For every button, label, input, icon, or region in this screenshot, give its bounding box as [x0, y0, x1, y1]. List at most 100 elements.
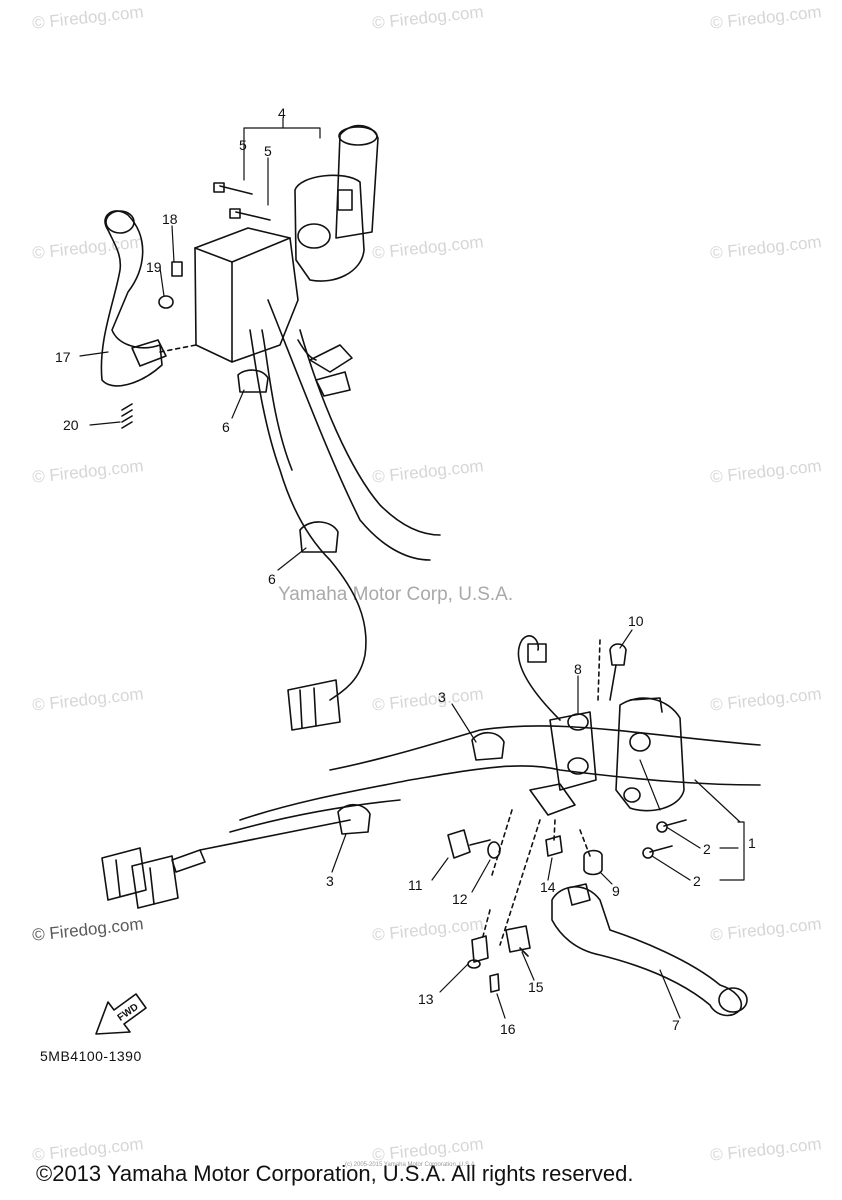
wire-connector: [527, 643, 547, 663]
callout-3a: 3: [438, 689, 446, 705]
leader-2a: [667, 827, 701, 849]
lever-17: [100, 210, 163, 387]
holder-bracket: [529, 783, 576, 816]
bracket-edge: [194, 237, 291, 263]
housing-top: [629, 697, 663, 713]
fwd-arrow-icon: FWD: [95, 993, 147, 1035]
leader-16: [496, 993, 506, 1019]
collar-9: [583, 849, 603, 876]
assembly-dash: [499, 819, 541, 946]
callout-9: 9: [612, 883, 620, 899]
leader-12: [471, 859, 491, 893]
bolt-5a-head: [213, 182, 225, 193]
leader-9: [599, 871, 613, 885]
switch-wire: [249, 329, 367, 701]
bolt-5b: [235, 211, 271, 221]
housing-hole: [623, 787, 641, 803]
leader-1-housing: [639, 759, 661, 811]
bolt-2a: [663, 819, 687, 827]
clamp-3b: [337, 803, 371, 835]
callout-7: 7: [672, 1017, 680, 1033]
connector-boot: [171, 849, 206, 873]
callout-18: 18: [162, 211, 178, 227]
lever-7-knob: [718, 987, 748, 1013]
leader-6b: [277, 547, 307, 571]
bolt-2b: [649, 845, 673, 853]
callout-10: 10: [628, 613, 644, 629]
lower-handlebar-edge: [239, 765, 761, 821]
part-code: 5MB4100-1390: [40, 1048, 142, 1064]
assembly-dash: [597, 639, 601, 701]
nut-14: [545, 835, 563, 857]
spring-20: [121, 403, 133, 429]
bolt-10-head: [609, 643, 627, 666]
lever-pivot: [567, 883, 591, 906]
lower-handlebar-edge: [329, 725, 761, 771]
callout-2b: 2: [693, 873, 701, 889]
switch-15: [505, 925, 531, 953]
leader-3a: [451, 703, 477, 743]
lever-holder-8: [549, 711, 597, 791]
bolt-2a-head: [656, 821, 668, 833]
leader-3b: [331, 833, 347, 873]
washer-19: [158, 295, 174, 309]
tiny-print: (c) 2005-2015 Yamaha Motor Corporation, …: [345, 1162, 477, 1168]
callout-12: 12: [452, 891, 468, 907]
bolt-11: [447, 829, 471, 859]
leader-1-housing: [694, 779, 741, 823]
lever-7: [551, 886, 742, 1017]
callout-4: 4: [278, 105, 286, 121]
bolt-2b-head: [642, 847, 654, 859]
leader-4: [243, 127, 321, 139]
leader-6a: [231, 389, 245, 419]
lever-bracket: [194, 227, 299, 363]
callout-6a: 6: [222, 419, 230, 435]
center-watermark: Yamaha Motor Corp, U.S.A.: [278, 584, 514, 605]
switch-bore: [297, 223, 331, 249]
leader-17: [79, 351, 109, 357]
switch-15-tab: [519, 947, 529, 957]
switch-wire: [261, 329, 293, 471]
grip-end: [338, 126, 378, 146]
callout-11: 11: [408, 877, 423, 893]
callout-20: 20: [63, 417, 79, 433]
callout-17: 17: [55, 349, 71, 365]
lower-wire: [199, 819, 351, 851]
copyright-notice: ©2013 Yamaha Motor Corporation, U.S.A. A…: [36, 1161, 634, 1186]
leader-15: [521, 951, 535, 981]
clamp-3a: [471, 731, 505, 761]
leader-7: [659, 969, 681, 1019]
bolt-10-shank: [609, 664, 617, 701]
connector-upper: [287, 679, 341, 731]
bolt-5a: [219, 185, 253, 195]
callout-1: 1: [748, 835, 756, 851]
assembly-dash: [481, 909, 491, 941]
bolt-18: [171, 261, 183, 277]
connector-grid: [299, 687, 317, 729]
callout-8: 8: [574, 661, 582, 677]
callout-19: 19: [146, 259, 162, 275]
leader-13: [439, 963, 469, 993]
leader-14: [547, 857, 553, 881]
connector-lower-a: [101, 847, 147, 901]
holder-hole: [567, 757, 589, 775]
right-switch-housing: [615, 697, 685, 812]
callout-13: 13: [418, 991, 434, 1007]
lower-handlebar-edge: [229, 799, 401, 833]
small-connector: [309, 344, 353, 373]
connector-lower-b: [131, 855, 179, 909]
left-switch-housing: [294, 174, 365, 282]
assembly-dash: [553, 819, 556, 841]
clamp-6a: [237, 369, 269, 393]
small-connector: [315, 371, 351, 397]
callout-16: 16: [500, 1021, 516, 1037]
callout-5a: 5: [239, 137, 247, 153]
leader-10: [619, 629, 633, 649]
switch-button: [337, 189, 353, 211]
leader-2b: [651, 855, 691, 881]
leader-1: [719, 821, 745, 881]
connector-grid: [115, 859, 155, 905]
leader-19: [159, 267, 165, 297]
assembly-dash: [579, 829, 591, 857]
